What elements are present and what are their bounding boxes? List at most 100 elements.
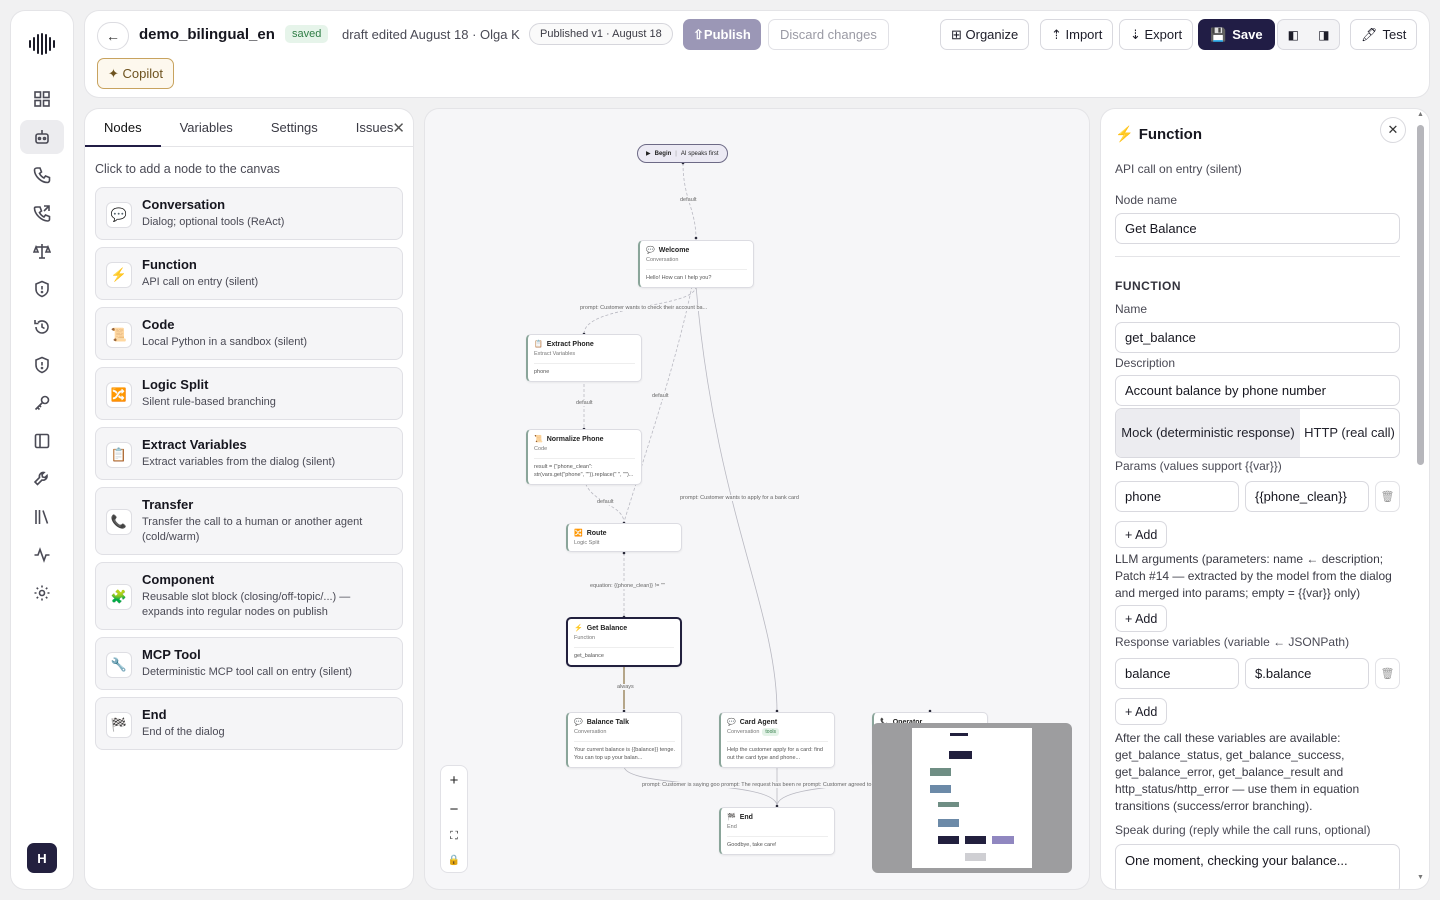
scrollbar[interactable] [1417, 125, 1424, 465]
copilot-button[interactable]: ✦ Copilot [97, 58, 174, 89]
back-button[interactable]: ← [97, 22, 129, 50]
response-var-name-input[interactable]: balance [1115, 658, 1239, 689]
params-label: Params (values support {{var}}) [1115, 459, 1282, 473]
param-key-input[interactable]: phone [1115, 481, 1239, 512]
response-var-path-input[interactable]: $.balance [1245, 658, 1369, 689]
settings-icon[interactable] [20, 576, 64, 610]
description-input[interactable]: Account balance by phone number [1115, 375, 1400, 406]
floppy-icon: 💾 [1210, 26, 1227, 42]
zoom-out-button[interactable]: − [449, 801, 459, 818]
scroll-up-icon[interactable]: ▲ [1417, 111, 1424, 118]
node-type-description: Silent rule-based branching [142, 396, 276, 408]
inspector-title: ⚡ Function [1115, 125, 1203, 144]
function-name-label: Name [1115, 302, 1148, 316]
export-button[interactable]: ⇣ Export [1119, 19, 1194, 50]
add-llm-argument-button[interactable]: + Add [1115, 605, 1168, 632]
minimap[interactable] [872, 723, 1072, 873]
discard-changes-button[interactable]: Discard changes [768, 19, 889, 50]
panel-icon[interactable] [20, 424, 64, 458]
flow-node-extract-phone[interactable]: 📋Extract Phone Extract Variables phone [526, 334, 642, 382]
zoom-in-button[interactable]: + [449, 772, 459, 789]
minimap-node [938, 802, 959, 807]
trash-icon[interactable]: 🗑 [1375, 481, 1400, 512]
tab-settings[interactable]: Settings [270, 120, 318, 135]
phone-icon[interactable] [20, 158, 64, 192]
node-type-description: Reusable slot block (closing/off-topic/.… [142, 591, 351, 618]
history-icon[interactable] [20, 310, 64, 344]
zoom-controls: + − ⛶ 🔒 [440, 765, 468, 873]
node-type-title: Conversation [142, 197, 226, 212]
lock-button[interactable]: 🔒 [447, 855, 461, 866]
edge-label: default [650, 393, 671, 399]
flow-node-welcome[interactable]: 💬Welcome Conversation Hello! How can I h… [638, 240, 754, 288]
tab-variables[interactable]: Variables [179, 120, 233, 135]
node-kind: Extract Variables [534, 351, 576, 357]
key-icon[interactable] [20, 386, 64, 420]
scale-icon[interactable] [20, 234, 64, 268]
begin-node[interactable]: ▶ Begin | AI speaks first [637, 144, 728, 163]
scroll-icon: 📜 [106, 321, 132, 348]
flow-canvas[interactable]: default prompt: Customer wants to check … [425, 109, 1089, 889]
panel-right-icon[interactable]: ◨ [1318, 27, 1330, 42]
draft-info: draft edited August 18 · Olga K [342, 27, 520, 42]
shield-icon[interactable] [20, 272, 64, 306]
panel-left-icon[interactable]: ◧ [1287, 27, 1299, 42]
test-button[interactable]: 🖊 Test [1350, 19, 1418, 50]
flow-node-normalize-phone[interactable]: 📜Normalize Phone Code result = {"phone_c… [526, 429, 642, 485]
minimap-node [965, 853, 986, 861]
grid-icon[interactable] [20, 82, 64, 116]
speak-during-textarea[interactable]: One moment, checking your balance... [1115, 844, 1400, 889]
add-response-variable-button[interactable]: + Add [1115, 698, 1168, 725]
tab-issues[interactable]: Issues [355, 120, 394, 135]
llm-arguments-text: LLM arguments (parameters: name ← descri… [1115, 552, 1392, 600]
bot-icon[interactable] [20, 120, 64, 154]
minimap-node [965, 836, 986, 844]
close-icon[interactable]: ✕ [392, 120, 405, 137]
scroll-down-icon[interactable]: ▼ [1417, 874, 1424, 881]
publish-button[interactable]: ⇧Publish [683, 19, 761, 50]
http-mode-option[interactable]: HTTP (real call) [1304, 425, 1395, 440]
minimap-viewport[interactable] [912, 728, 1032, 868]
close-icon[interactable]: ✕ [1380, 117, 1406, 143]
flow-node-get-balance[interactable]: ⚡Get Balance Function get_balance [566, 617, 682, 667]
activity-icon[interactable] [20, 538, 64, 572]
node-name-input[interactable]: Get Balance [1115, 213, 1400, 244]
organize-button[interactable]: ⊞ Organize [940, 19, 1030, 50]
save-button[interactable]: 💾 Save [1198, 19, 1275, 50]
import-button[interactable]: ⇡ Import [1040, 19, 1114, 50]
flow-node-end[interactable]: 🏁End End Goodbye, take care! [719, 807, 835, 855]
param-value-input[interactable]: {{phone_clean}} [1245, 481, 1369, 512]
node-kind: Conversation [574, 729, 607, 735]
flow-node-balance-talk[interactable]: 💬Balance Talk Conversation Your current … [566, 712, 682, 768]
begin-label: Begin [654, 150, 672, 157]
wrench-icon[interactable] [20, 462, 64, 496]
node-title: Card Agent [739, 718, 778, 726]
shield-check-icon[interactable] [20, 348, 64, 382]
tab-nodes[interactable]: Nodes [85, 109, 161, 147]
inspector-title-text: Function [1138, 125, 1203, 143]
phone-out-icon[interactable] [20, 196, 64, 230]
node-kind: Code [534, 446, 548, 452]
user-avatar[interactable]: H [27, 843, 57, 873]
fit-view-button[interactable]: ⛶ [450, 830, 458, 842]
flag-icon: 🏁 [727, 814, 736, 821]
mock-mode-option[interactable]: Mock (deterministic response) [1116, 409, 1300, 457]
library-icon[interactable] [20, 500, 64, 534]
flow-node-route[interactable]: 🔀Route Logic Split [566, 523, 682, 552]
function-name-input[interactable]: get_balance [1115, 322, 1400, 353]
node-type-title: Extract Variables [142, 437, 247, 452]
test-label: Test [1382, 27, 1407, 42]
node-type-description: Transfer the call to a human or another … [142, 516, 363, 543]
add-param-button[interactable]: + Add [1115, 521, 1168, 548]
trash-icon[interactable]: 🗑 [1375, 658, 1400, 689]
